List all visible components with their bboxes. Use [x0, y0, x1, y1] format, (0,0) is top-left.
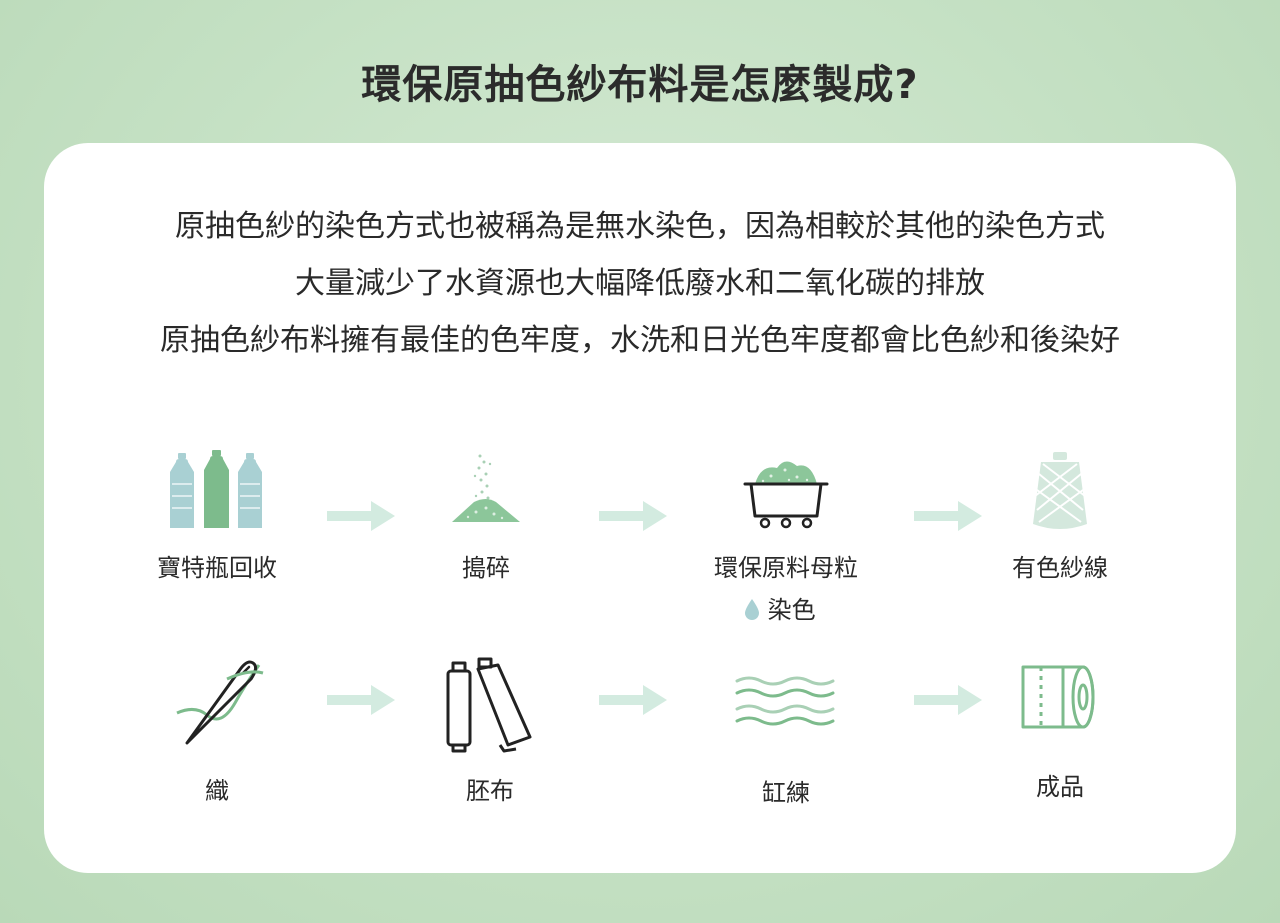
crushed-pile-icon [452, 454, 520, 522]
step-label: 成品 [1036, 773, 1084, 801]
arrow-right-icon [599, 501, 667, 531]
cart-with-pellets-icon [743, 461, 829, 529]
plastic-bottles-icon [170, 450, 262, 528]
arrow-right-icon [914, 501, 982, 531]
step-label: 環保原料母粒 [714, 554, 858, 582]
sublabel-text: 染色 [767, 596, 816, 624]
step-crushing: 搗碎 [376, 450, 596, 583]
step-finished-product: 成品 [950, 655, 1170, 802]
step-label: 缸練 [762, 779, 810, 807]
step-label: 搗碎 [462, 554, 510, 582]
step-label: 織 [205, 777, 229, 805]
arrow-right-icon [327, 501, 395, 531]
step-sublabel-dyeing: 染色 [744, 590, 816, 625]
fabric-rolls-icon [446, 657, 532, 753]
step-greige-fabric: 胚布 [380, 655, 600, 806]
arrow-right-icon [327, 685, 395, 715]
step-scouring: 缸練 [676, 655, 896, 808]
water-drop-icon [745, 599, 759, 620]
finished-roll-icon [1021, 665, 1095, 729]
waves-icon [735, 676, 835, 726]
step-label: 寶特瓶回收 [157, 554, 277, 582]
step-eco-pellets: 環保原料母粒 [676, 450, 896, 583]
yarn-spool-icon [1033, 452, 1087, 529]
step-weaving: 織 [107, 655, 327, 806]
step-label: 有色紗線 [1012, 554, 1108, 582]
step-colored-yarn: 有色紗線 [950, 450, 1170, 583]
description-line-3: 原抽色紗布料擁有最佳的色牢度，水洗和日光色牢度都會比色紗和後染好 [160, 323, 1120, 358]
needle-thread-icon [176, 660, 264, 745]
step-label: 胚布 [466, 777, 514, 805]
step-bottle-recycling: 寶特瓶回收 [107, 450, 327, 583]
page-title: 環保原抽色紗布料是怎麼製成? [361, 62, 919, 108]
description-line-1: 原抽色紗的染色方式也被稱為是無水染色，因為相較於其他的染色方式 [175, 209, 1105, 244]
description-line-2: 大量減少了水資源也大幅降低廢水和二氧化碳的排放 [295, 266, 985, 301]
arrow-right-icon [599, 685, 667, 715]
arrow-right-icon [914, 685, 982, 715]
